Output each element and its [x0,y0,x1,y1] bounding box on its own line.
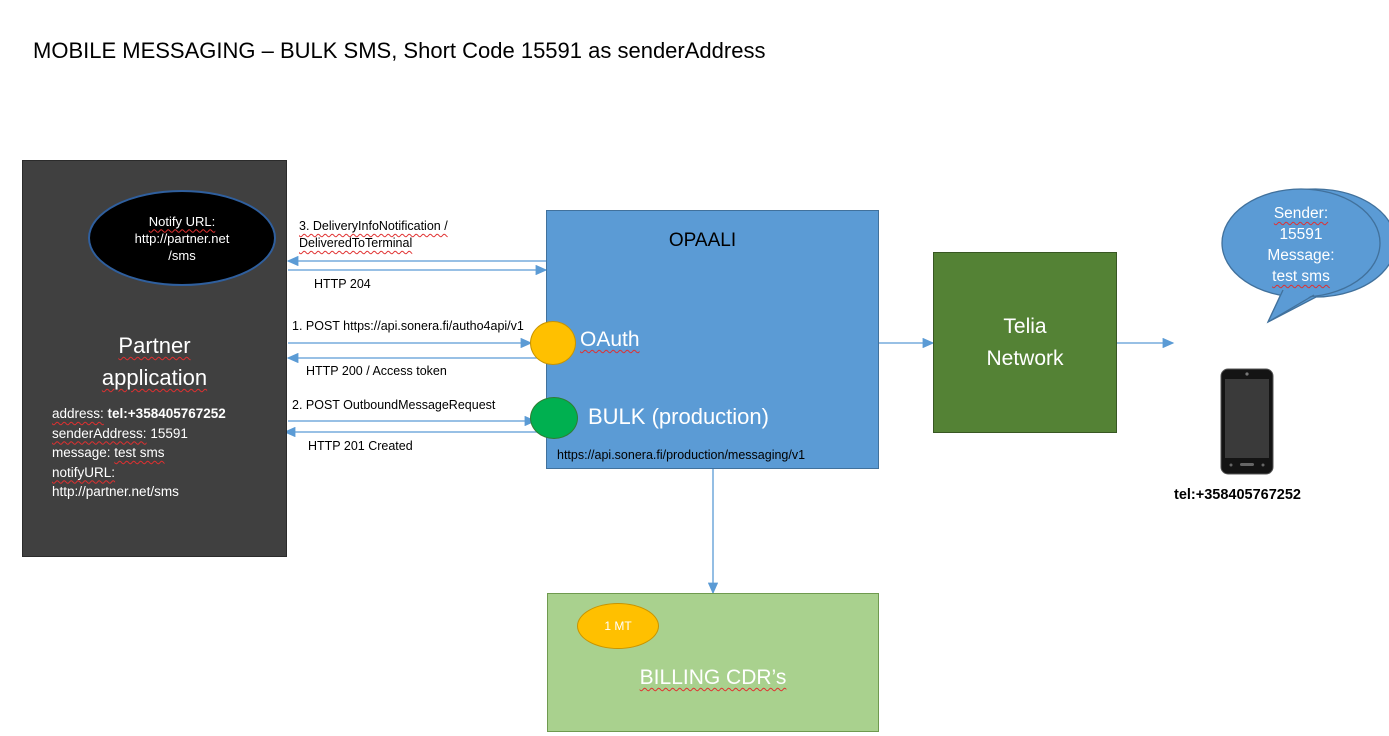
phone-number: tel:+358405767252 [1174,487,1301,503]
post-outbound-label: 2. POST OutboundMessageRequest [292,398,496,412]
bulk-url: https://api.sonera.fi/production/messagi… [557,448,806,462]
telia-network-box: Telia Network [933,252,1117,433]
oauth-circle-icon [530,321,576,365]
http-200-label: HTTP 200 / Access token [306,364,447,378]
telia-line1: Telia [1003,314,1047,338]
notify-url-value-2: /sms [168,247,196,263]
delivered-to-terminal-label: DeliveredToTerminal [299,236,413,250]
page-title: MOBILE MESSAGING – BULK SMS, Short Code … [33,38,766,63]
opaali-box [546,210,879,469]
notify-url-value-1: http://partner.net [134,230,230,246]
sms-bubble-text: Sender: 15591 Message: test sms [1267,205,1335,285]
partner-application-title: Partner application [101,333,208,390]
post-auth-label: 1. POST https://api.sonera.fi/autho4api/… [292,319,524,333]
bulk-label: BULK (production) [588,404,769,429]
delivery-notification-label: 3. DeliveryInfoNotification / [299,219,448,233]
notify-url-label: Notify URL: [148,213,216,229]
http-204-label: HTTP 204 [314,277,371,291]
http-201-label: HTTP 201 Created [308,439,413,453]
bulk-circle-icon [530,397,578,439]
telia-line2: Network [986,346,1064,370]
mobile-phone-icon [1220,368,1274,475]
notify-url-ellipse: Notify URL: http://partner.net /sms [88,190,276,286]
billing-title: BILLING CDR’s [639,666,787,689]
oauth-label: OAuth [580,328,640,351]
opaali-title: OPAALI [668,230,737,251]
partner-request-details: address: tel:+358405767252 senderAddress… [52,406,226,499]
mt-badge: 1 MT [577,603,659,649]
